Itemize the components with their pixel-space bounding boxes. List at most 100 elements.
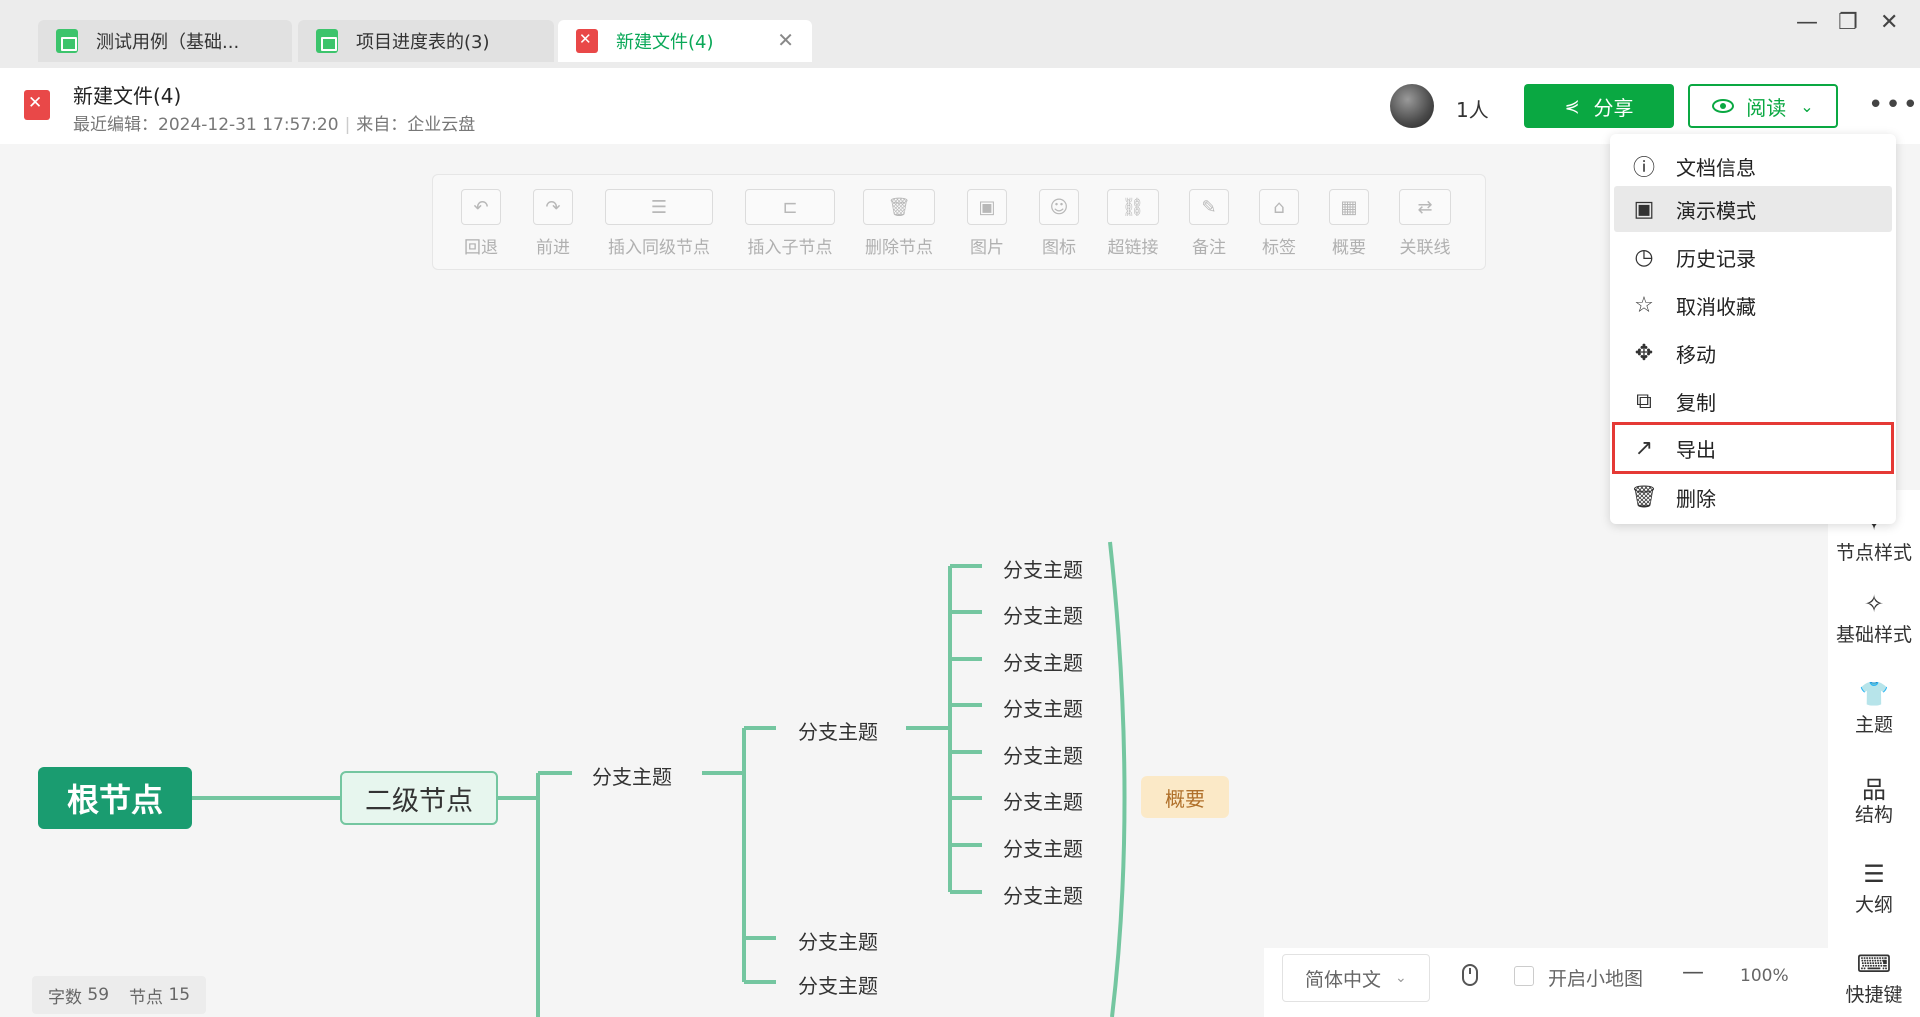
image-button[interactable]: ▣ 图片 (967, 189, 1007, 258)
last-edit-value: 2024-12-31 17:57:20 (158, 115, 339, 135)
share-button[interactable]: ⋞ 分享 (1524, 84, 1674, 128)
insert-sibling-button[interactable]: ☰ 插入同级节点 (605, 189, 713, 258)
structure-button[interactable]: 品 结构 (1828, 770, 1920, 827)
read-mode-button[interactable]: 阅读 ⌄ (1688, 84, 1838, 128)
tab-label: 新建文件(4) (616, 32, 714, 53)
avatar[interactable] (1390, 84, 1434, 128)
shortcuts-button[interactable]: ⌨ 快捷键 (1828, 950, 1920, 1007)
summary-brace (1108, 541, 1127, 1017)
tab-project-progress[interactable]: 项目进度表的(3) (298, 20, 554, 62)
branch-node-level5[interactable]: 分支主题 (1003, 790, 1083, 814)
menu-item-export[interactable]: ↗ 导出 (1612, 422, 1894, 474)
more-options-button[interactable]: ••• (1868, 90, 1920, 120)
tool-label: 图片 (970, 238, 1004, 258)
share-label: 分享 (1593, 95, 1634, 120)
panel-label: 结构 (1854, 804, 1893, 826)
node-count-value: 15 (168, 985, 191, 1005)
mouse-icon[interactable] (1462, 964, 1478, 986)
smiley-icon: ☺ (1039, 189, 1079, 225)
outline-button[interactable]: ☰ 大纲 (1828, 860, 1920, 917)
menu-item-history[interactable]: ◷ 历史记录 (1614, 234, 1892, 280)
menu-item-doc-info[interactable]: ⓘ 文档信息 (1614, 143, 1892, 189)
panel-label: 节点样式 (1835, 542, 1912, 564)
icon-button[interactable]: ☺ 图标 (1039, 189, 1079, 258)
tab-label: 项目进度表的(3) (356, 32, 490, 53)
language-select[interactable]: 简体中文 ⌄ (1282, 954, 1430, 1002)
menu-item-unfavorite[interactable]: ☆ 取消收藏 (1614, 282, 1892, 328)
tool-label: 回退 (464, 238, 498, 258)
insert-child-button[interactable]: ⊏ 插入子节点 (745, 189, 835, 258)
summary-node[interactable]: 概要 (1141, 776, 1229, 818)
branch-node-level3[interactable]: 分支主题 (592, 765, 672, 789)
redo-button[interactable]: ↷ 前进 (533, 189, 573, 258)
word-count-value: 59 (87, 985, 110, 1005)
collaborator-count[interactable]: 1人 (1456, 98, 1489, 122)
link-icon: ⛓ (1107, 189, 1159, 225)
menu-item-presentation[interactable]: ▣ 演示模式 (1614, 186, 1892, 232)
zoom-out-button[interactable]: — (1682, 960, 1704, 985)
menu-item-label: 取消收藏 (1676, 294, 1756, 319)
relation-line-button[interactable]: ⇄ 关联线 (1399, 189, 1451, 258)
branch-node-level4[interactable]: 分支主题 (798, 974, 878, 998)
branch-node-level5[interactable]: 分支主题 (1003, 604, 1083, 628)
menu-item-delete[interactable]: 🗑 删除 (1614, 474, 1892, 520)
magic-wand-icon: ✧ (1863, 590, 1885, 618)
panel-label: 快捷键 (1845, 984, 1903, 1006)
presentation-icon: ▣ (1633, 196, 1655, 222)
tool-label: 概要 (1332, 238, 1366, 258)
panel-label: 大纲 (1854, 894, 1893, 916)
trash-icon: 🗑 (863, 189, 935, 225)
note-button[interactable]: ✎ 备注 (1189, 189, 1229, 258)
menu-item-label: 复制 (1676, 390, 1716, 415)
branch-node-level4[interactable]: 分支主题 (798, 930, 878, 954)
sheet-icon (56, 29, 78, 53)
tag-icon: ⌂ (1259, 189, 1299, 225)
delete-node-button[interactable]: 🗑 删除节点 (863, 189, 935, 258)
summary-button[interactable]: ▦ 概要 (1329, 189, 1369, 258)
branch-node-level5[interactable]: 分支主题 (1003, 651, 1083, 675)
tab-test-cases[interactable]: 测试用例（基础... (38, 20, 292, 62)
tab-bar: 测试用例（基础... 项目进度表的(3) 新建文件(4) ✕ — ❐ ✕ (0, 0, 1920, 68)
minimap-checkbox[interactable] (1514, 966, 1534, 986)
second-level-node[interactable]: 二级节点 (340, 771, 498, 825)
chevron-down-icon: ⌄ (1800, 96, 1814, 116)
structure-icon: 品 (1862, 776, 1886, 804)
branch-node-level5[interactable]: 分支主题 (1003, 558, 1083, 582)
tool-label: 超链接 (1107, 238, 1159, 258)
tool-label: 标签 (1262, 238, 1296, 258)
tool-label: 备注 (1192, 238, 1226, 258)
branch-node-level5[interactable]: 分支主题 (1003, 837, 1083, 861)
menu-item-label: 演示模式 (1676, 198, 1756, 223)
minimize-icon[interactable]: — (1796, 10, 1818, 35)
basic-style-button[interactable]: ✧ 基础样式 (1828, 590, 1920, 647)
menu-item-move[interactable]: ✥ 移动 (1614, 330, 1892, 376)
tab-new-file[interactable]: 新建文件(4) ✕ (558, 20, 812, 62)
keyboard-icon: ⌨ (1856, 950, 1892, 978)
theme-button[interactable]: 👕 主题 (1828, 680, 1920, 737)
document-meta: 最近编辑：2024-12-31 17:57:20|来自：企业云盘 (73, 110, 475, 135)
editing-toolbar: ↶ 回退 ↷ 前进 ☰ 插入同级节点 ⊏ 插入子节点 🗑 删除节点 ▣ 图片 ☺… (432, 174, 1486, 270)
branch-node-level5[interactable]: 分支主题 (1003, 697, 1083, 721)
tag-button[interactable]: ⌂ 标签 (1259, 189, 1299, 258)
branch-node-level5[interactable]: 分支主题 (1003, 884, 1083, 908)
outline-icon: ☰ (1863, 860, 1885, 888)
xmind-icon (24, 90, 50, 120)
menu-item-copy[interactable]: ⧉ 复制 (1614, 378, 1892, 424)
tab-close-icon[interactable]: ✕ (777, 28, 794, 52)
undo-button[interactable]: ↶ 回退 (461, 189, 501, 258)
hyperlink-button[interactable]: ⛓ 超链接 (1107, 189, 1159, 258)
note-icon: ✎ (1189, 189, 1229, 225)
menu-item-label: 历史记录 (1676, 246, 1756, 271)
shirt-icon: 👕 (1859, 680, 1889, 708)
close-window-icon[interactable]: ✕ (1880, 10, 1899, 35)
panel-label: 基础样式 (1835, 624, 1912, 646)
undo-icon: ↶ (461, 189, 501, 225)
restore-icon[interactable]: ❐ (1838, 10, 1858, 35)
branch-node-level5[interactable]: 分支主题 (1003, 744, 1083, 768)
root-node[interactable]: 根节点 (38, 767, 192, 829)
branch-node-level4[interactable]: 分支主题 (798, 720, 878, 744)
document-header: 新建文件(4) 最近编辑：2024-12-31 17:57:20|来自：企业云盘… (0, 68, 1920, 144)
menu-item-label: 导出 (1676, 437, 1716, 462)
right-side-panel: ✦ 节点样式 ✧ 基础样式 👕 主题 品 结构 ☰ 大纲 ⌨ 快捷键 (1828, 490, 1920, 1017)
mindmap-canvas[interactable] (0, 144, 1920, 1017)
